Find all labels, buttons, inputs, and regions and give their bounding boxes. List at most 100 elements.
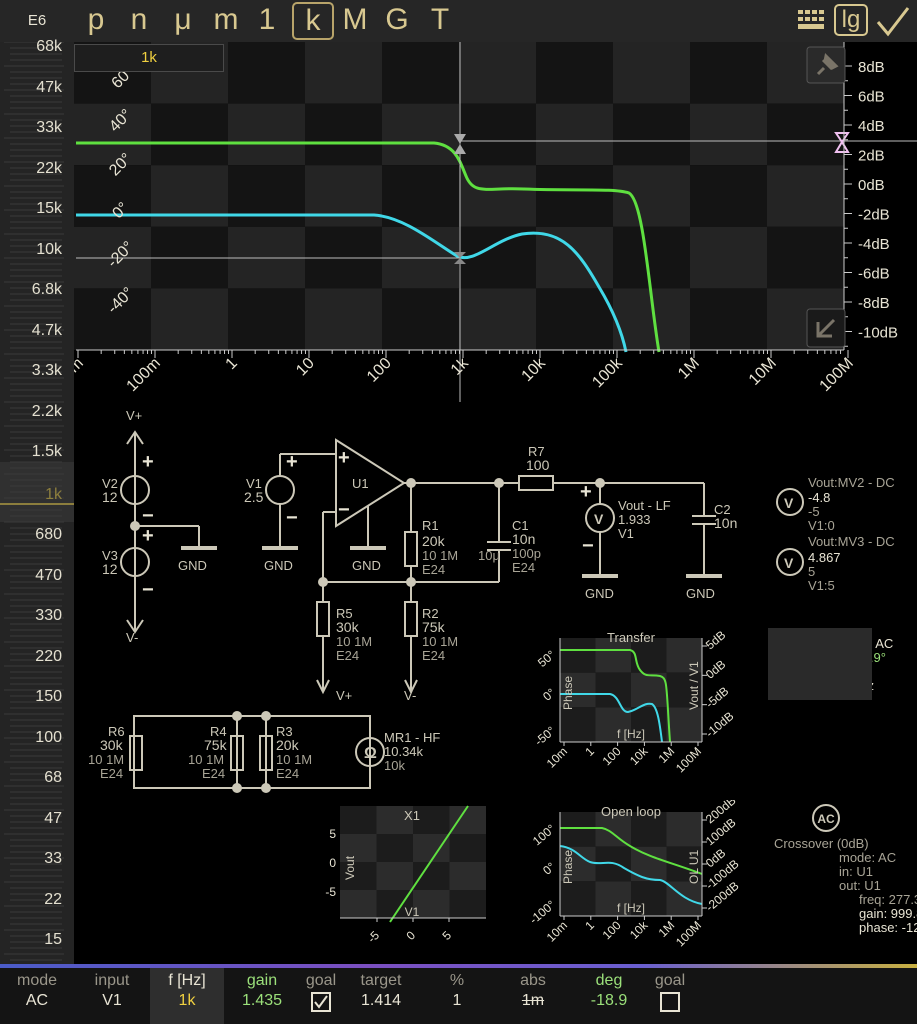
prefix-giga-button[interactable]: G xyxy=(385,3,409,36)
param-value: 1m xyxy=(521,992,545,1009)
scale-value[interactable]: 1.5k xyxy=(31,443,62,460)
x1-title: X1 xyxy=(404,808,420,823)
schematic-label: R1 xyxy=(422,518,439,533)
param-goal-cell[interactable]: goal xyxy=(646,972,694,1022)
param-abs-cell[interactable]: abs 1m xyxy=(494,972,572,1022)
x-tick: 100M xyxy=(673,744,704,775)
right-tick: -10dB xyxy=(703,709,737,740)
scale-value[interactable]: 47k xyxy=(36,78,62,96)
scale-value[interactable]: 10k xyxy=(36,240,62,258)
left-tick: -100° xyxy=(527,897,558,926)
x-tick: 1M xyxy=(656,918,678,940)
svg-text:+: + xyxy=(338,447,350,469)
scale-value[interactable]: 33 xyxy=(44,850,62,867)
scale-value[interactable]: 150 xyxy=(35,688,62,705)
open-loop-plot[interactable]: Open loop100°0°-100°200dB100dB0dB-100dB-… xyxy=(520,800,750,964)
param-goal-cell[interactable]: goal xyxy=(300,972,342,1022)
gain-target-marker-icon[interactable] xyxy=(834,132,850,153)
plot-title: Transfer xyxy=(607,630,656,645)
db-tick-label: 6dB xyxy=(858,89,885,106)
schematic-label: 10k xyxy=(384,758,405,773)
crossover-out: out: U1 xyxy=(839,878,881,893)
keypad-icon[interactable] xyxy=(794,6,826,36)
phase-axis-label: Phase xyxy=(561,676,575,710)
schematic-label: 30k xyxy=(100,737,124,753)
schematic-label: 10 1M xyxy=(422,634,458,649)
param-value xyxy=(300,992,342,1017)
param--cell[interactable]: %1 xyxy=(420,972,494,1022)
scale-value[interactable]: 100 xyxy=(35,728,62,746)
svg-text:−: − xyxy=(286,507,298,529)
prefix-milli-button[interactable]: m xyxy=(213,3,239,36)
scale-value[interactable]: 6.8k xyxy=(31,281,62,298)
schematic-label: V1 xyxy=(618,526,634,541)
scale-value[interactable]: 4.7k xyxy=(31,321,62,339)
scale-value[interactable]: 3.3k xyxy=(31,362,62,379)
scale-value[interactable]: 22 xyxy=(44,890,62,908)
x-tick: 1 xyxy=(582,918,597,933)
svg-text:+: + xyxy=(286,451,298,473)
meter-readout: V1:5 xyxy=(808,578,835,593)
openloop-phase-curve xyxy=(559,845,703,905)
param-value: 1k xyxy=(178,992,196,1009)
scale-value[interactable]: 15k xyxy=(36,200,62,217)
svg-text:−: − xyxy=(582,535,594,557)
crossover-title: Crossover (0dB) xyxy=(774,836,869,851)
db-tick-label: -6dB xyxy=(858,266,890,283)
scale-value[interactable]: 22k xyxy=(36,159,62,177)
prefix-mega-button[interactable]: M xyxy=(342,3,368,36)
series-selector[interactable]: E6 xyxy=(27,12,47,29)
goal-checkbox-icon[interactable] xyxy=(311,992,331,1012)
check-icon[interactable] xyxy=(874,4,912,38)
crossover-badge[interactable]: AC xyxy=(817,812,835,826)
prefix-kilo-button[interactable]: k xyxy=(292,2,334,40)
goal-checkbox-icon[interactable] xyxy=(660,992,680,1012)
svg-text:−: − xyxy=(142,505,154,527)
log-scale-toggle[interactable]: lg xyxy=(834,4,868,36)
scale-value[interactable]: 15 xyxy=(44,931,62,948)
scale-value[interactable]: 68k xyxy=(36,38,62,55)
phase-curve xyxy=(76,213,628,353)
pin-icon[interactable] xyxy=(806,46,846,84)
cursor-frequency-label[interactable]: 1k xyxy=(74,44,224,72)
frequency-cell-highlight xyxy=(150,968,224,1024)
scale-value[interactable]: 680 xyxy=(35,526,62,543)
prefix-micro-button[interactable]: μ xyxy=(174,3,192,36)
crossover-in: in: U1 xyxy=(839,864,873,879)
schematic-label: V+ xyxy=(336,688,352,703)
prefix-unit-button[interactable]: 1 xyxy=(258,3,276,36)
scale-value[interactable]: 2.2k xyxy=(31,402,62,420)
param-fhz-cell[interactable]: f [Hz]1k xyxy=(150,972,224,1022)
prefix-nano-button[interactable]: n xyxy=(130,3,148,36)
schematic-label: V3 xyxy=(102,548,118,563)
scale-value[interactable]: 470 xyxy=(35,566,62,584)
param-deg-cell[interactable]: deg-18.9 xyxy=(572,972,646,1022)
magnitude-axis-label: Vout / V1 xyxy=(687,661,701,710)
scale-value[interactable]: 330 xyxy=(35,607,62,624)
schematic-label: E24 xyxy=(512,560,535,575)
scale-value[interactable]: 33k xyxy=(36,119,62,136)
prefix-pico-button[interactable]: p xyxy=(87,3,105,36)
scale-value[interactable]: 220 xyxy=(35,647,62,665)
expand-icon[interactable] xyxy=(806,308,846,348)
schematic-label: 10n xyxy=(714,515,737,531)
schematic-label: 12 xyxy=(102,561,118,577)
meter-readout: V1:0 xyxy=(808,518,835,533)
schematic-label: 1.933 xyxy=(618,512,651,527)
x1-transfer-line xyxy=(389,805,469,923)
meter-mv4-panel[interactable] xyxy=(768,628,872,700)
prefix-tera-button[interactable]: T xyxy=(430,3,450,36)
scale-value[interactable]: 68 xyxy=(44,769,62,786)
scale-value[interactable]: 47 xyxy=(44,809,62,827)
schematic-label: R7 xyxy=(528,444,545,459)
db-tick-label: -2dB xyxy=(858,207,890,224)
param-header: abs xyxy=(520,972,546,989)
param-value: 1 xyxy=(452,992,462,1009)
